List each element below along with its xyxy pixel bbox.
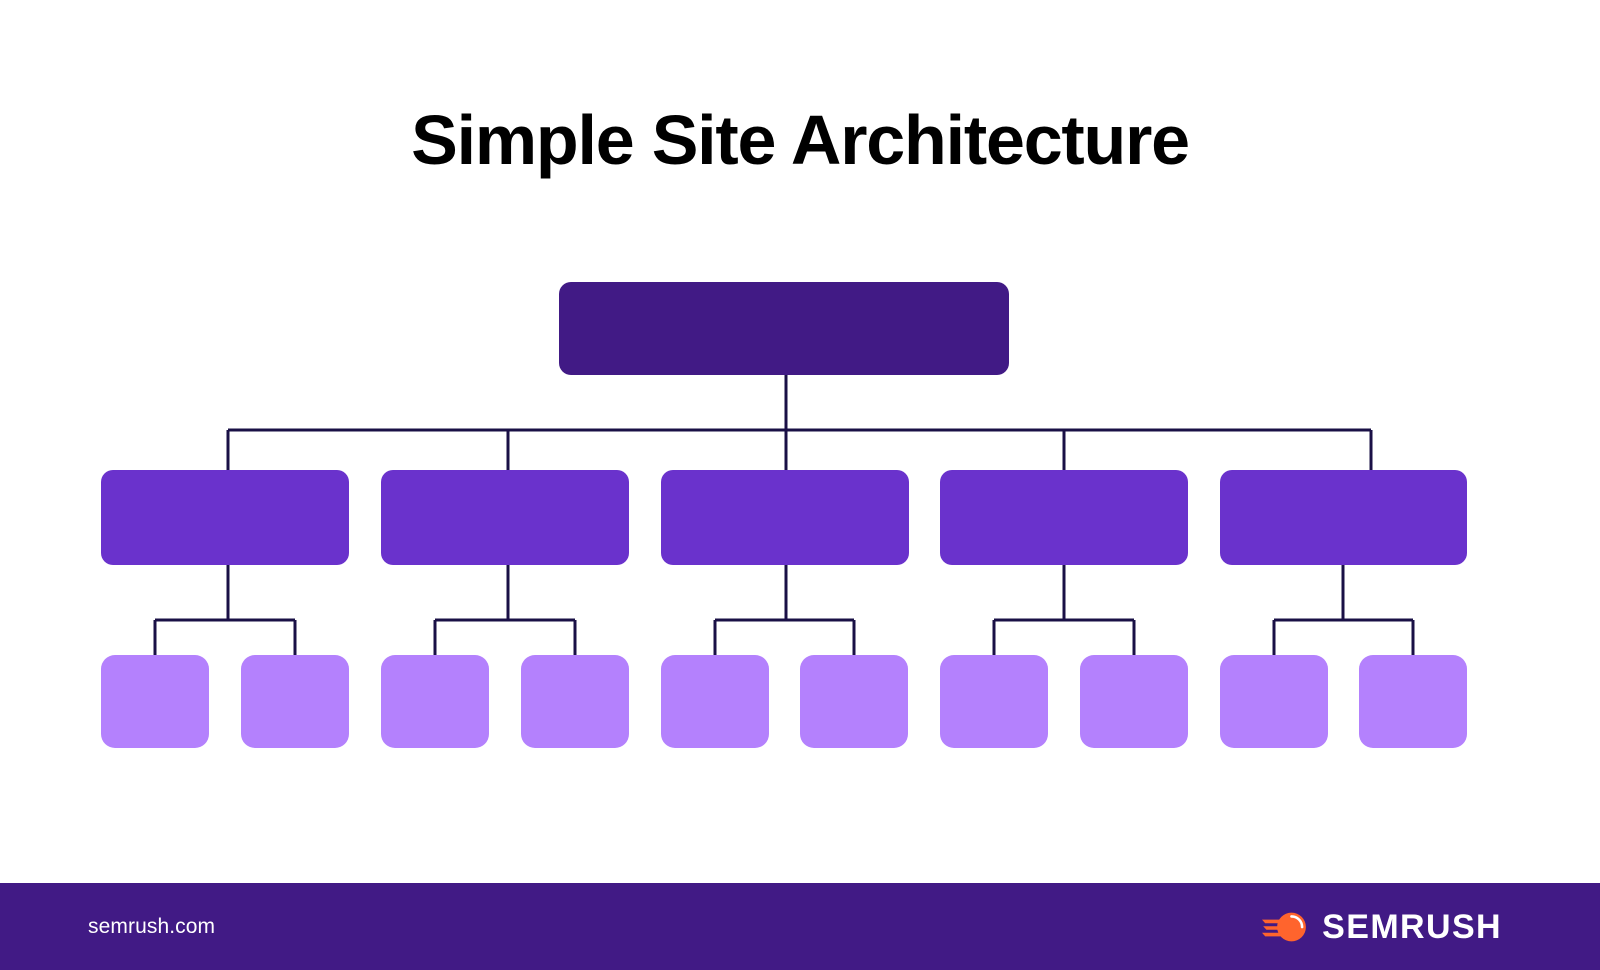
footer-website-url[interactable]: semrush.com bbox=[88, 914, 216, 938]
semrush-wordmark: SEMRUSH bbox=[1322, 907, 1502, 946]
node-level3-8[interactable] bbox=[1080, 655, 1188, 748]
connector-lines bbox=[153, 375, 1415, 655]
node-level2-3[interactable] bbox=[661, 470, 909, 565]
node-level3-10[interactable] bbox=[1359, 655, 1467, 748]
node-level3-2[interactable] bbox=[241, 655, 349, 748]
node-level3-9[interactable] bbox=[1220, 655, 1328, 748]
node-level3-4[interactable] bbox=[521, 655, 629, 748]
semrush-logo[interactable]: SEMRUSH bbox=[1262, 910, 1502, 944]
node-level3-5[interactable] bbox=[661, 655, 769, 748]
node-level3-3[interactable] bbox=[381, 655, 489, 748]
node-level3-6[interactable] bbox=[800, 655, 908, 748]
node-level3-7[interactable] bbox=[940, 655, 1048, 748]
node-level2-2[interactable] bbox=[381, 470, 629, 565]
node-level3-1[interactable] bbox=[101, 655, 209, 748]
node-root-homepage[interactable] bbox=[559, 282, 1009, 375]
semrush-comet-icon bbox=[1262, 912, 1307, 941]
page-title: Simple Site Architecture bbox=[411, 101, 1190, 179]
site-architecture-diagram bbox=[101, 282, 1467, 748]
node-level2-5[interactable] bbox=[1220, 470, 1467, 565]
footer-bar: semrush.com SEMRUSH bbox=[0, 883, 1600, 970]
node-level2-4[interactable] bbox=[940, 470, 1188, 565]
node-level2-1[interactable] bbox=[101, 470, 349, 565]
